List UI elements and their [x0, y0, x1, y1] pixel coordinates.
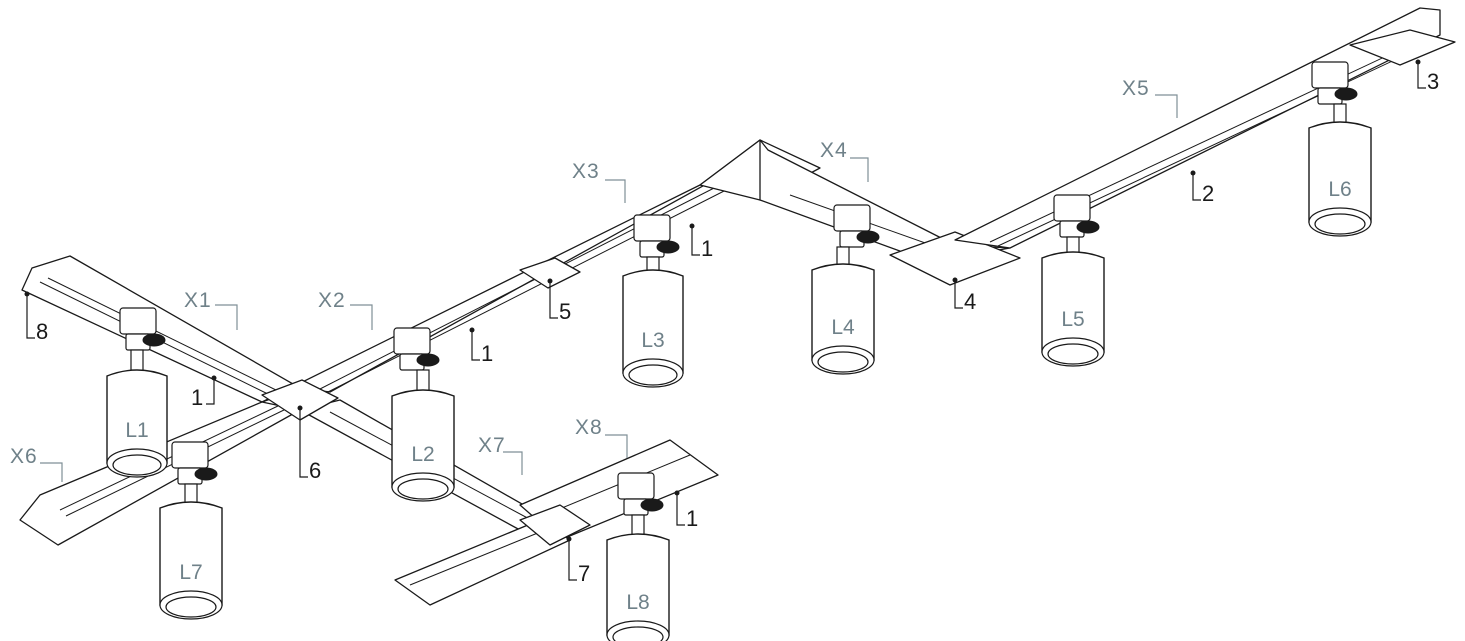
track-x2-x3 [261, 139, 769, 403]
label-x6: X6 [10, 445, 38, 468]
label-x7: X7 [478, 434, 506, 457]
spotlight-l5: L5 [1041, 194, 1105, 367]
label-x2: X2 [318, 289, 346, 312]
spotlight-l3: L3 [622, 214, 684, 388]
callout-1-left: 1 [191, 385, 203, 410]
part-callouts: 1 1 1 1 2 3 4 5 6 7 [24, 59, 1439, 586]
callout-7: 7 [578, 561, 590, 586]
label-l8: L8 [626, 591, 649, 614]
label-x8: X8 [575, 416, 603, 439]
label-l4: L4 [831, 316, 855, 339]
track-system [19, 7, 1456, 606]
straight-joint-5 [519, 257, 581, 289]
label-l6: L6 [1328, 178, 1351, 201]
callout-1-top: 1 [701, 236, 713, 261]
label-x3: X3 [572, 160, 600, 183]
spotlight-l7: L7 [159, 441, 223, 620]
t-connector-7 [519, 504, 591, 546]
label-x4: X4 [820, 139, 848, 162]
spotlight-l1: L1 [106, 307, 168, 478]
callout-3: 3 [1427, 69, 1439, 94]
label-l3: L3 [641, 329, 664, 352]
label-x1: X1 [184, 289, 212, 312]
spotlight-l6: L6 [1308, 61, 1372, 237]
cross-connector-6 [261, 379, 339, 421]
callout-4: 4 [964, 289, 976, 314]
label-x5: X5 [1122, 77, 1150, 100]
spotlight-l2: L2 [391, 327, 455, 502]
spotlight-l4: L4 [811, 204, 880, 375]
callout-1-mid: 1 [481, 341, 493, 366]
label-l7: L7 [179, 561, 202, 584]
spotlight-l8: L8 [606, 472, 670, 641]
callout-6: 6 [309, 458, 321, 483]
label-l5: L5 [1061, 308, 1084, 331]
label-l1: L1 [125, 419, 148, 442]
section-labels: X1 X2 X3 X4 X5 X6 X7 X8 [10, 77, 1178, 482]
callout-8: 8 [36, 319, 48, 344]
callout-5: 5 [559, 299, 571, 324]
label-l2: L2 [411, 443, 434, 466]
end-cap-3 [1349, 29, 1456, 66]
callout-2: 2 [1202, 181, 1214, 206]
callout-1-bottom: 1 [686, 506, 698, 531]
